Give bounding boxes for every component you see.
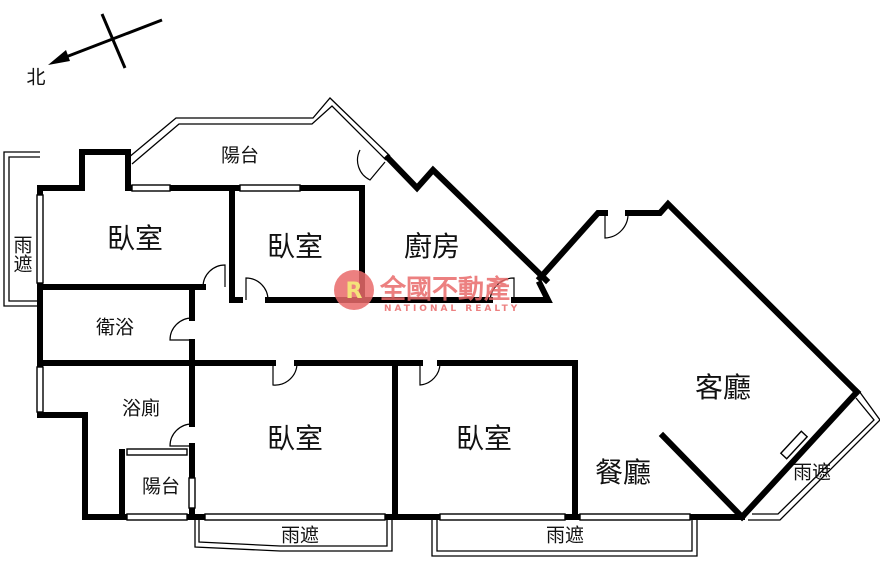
svg-text:NATIONAL REALTY: NATIONAL REALTY <box>384 304 520 314</box>
walls <box>37 149 862 522</box>
label-living-room: 客廳 <box>695 371 751 404</box>
watermark-logo: R 全國不動產 NATIONAL REALTY <box>334 270 520 314</box>
svg-text:全國不動產: 全國不動產 <box>379 274 510 305</box>
label-bedroom-sw: 臥室 <box>267 422 323 455</box>
svg-text:R: R <box>346 279 363 304</box>
label-kitchen: 廚房 <box>404 230 460 263</box>
windows <box>36 184 809 521</box>
room-labels: 陽台 臥室 臥室 廚房 雨遮 衛浴 浴廁 陽台 臥室 臥室 客廳 餐廳 雨遮 雨… <box>11 145 832 547</box>
rain-shade-outlines <box>3 151 880 557</box>
label-rain-shade-bottom-2: 雨遮 <box>546 525 584 547</box>
label-rain-shade-right: 雨遮 <box>793 462 831 484</box>
balcony-railing <box>127 97 391 165</box>
label-dining-room: 餐廳 <box>595 456 651 489</box>
label-bedroom-s: 臥室 <box>456 422 512 455</box>
label-bathroom-2: 浴廁 <box>122 397 160 420</box>
label-balcony-small: 陽台 <box>142 476 180 498</box>
compass: 北 <box>26 13 163 89</box>
label-rain-shade-left: 雨遮 <box>11 235 33 273</box>
label-bedroom-n: 臥室 <box>267 230 323 263</box>
label-rain-shade-bottom-1: 雨遮 <box>281 525 319 547</box>
label-bathroom-1: 衛浴 <box>96 317 134 339</box>
label-bedroom-nw: 臥室 <box>107 222 163 255</box>
north-arrow-icon <box>48 50 70 65</box>
label-balcony-top: 陽台 <box>221 145 259 167</box>
north-label: 北 <box>26 67 45 89</box>
doors <box>169 149 629 447</box>
